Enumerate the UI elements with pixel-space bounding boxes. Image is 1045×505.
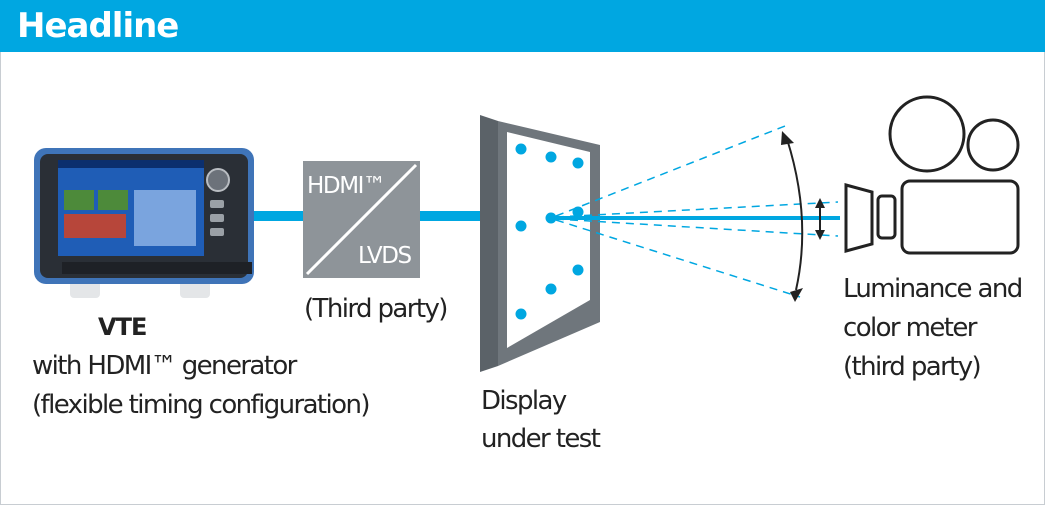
display-panel-icon: [480, 115, 600, 372]
camera-meter-icon: [844, 95, 1020, 255]
vte-description-line2: (flexible timing configuration): [32, 390, 370, 420]
vte-name: VTE: [98, 313, 147, 341]
converter-input-label: HDMI™: [307, 173, 386, 199]
lvds-cable: [420, 211, 482, 221]
vte-description-line1: with HDMI™ generator: [32, 351, 297, 381]
display-label-line1: Display: [481, 386, 567, 416]
meter-label-line3: (third party): [843, 352, 982, 382]
meter-label-line2: color meter: [843, 313, 977, 343]
converter-output-label: LVDS: [358, 243, 412, 269]
hdmi-cable: [252, 211, 304, 221]
vte-instrument-icon: [34, 148, 254, 298]
meter-label-line1: Luminance and: [843, 274, 1023, 304]
converter-caption: (Third party): [304, 294, 448, 324]
converter-box-icon: [303, 161, 420, 278]
page-title: Headline: [17, 6, 179, 46]
header-bar: Headline: [0, 0, 1045, 52]
measurement-beam: [552, 125, 840, 302]
display-label-line2: under test: [481, 424, 601, 454]
